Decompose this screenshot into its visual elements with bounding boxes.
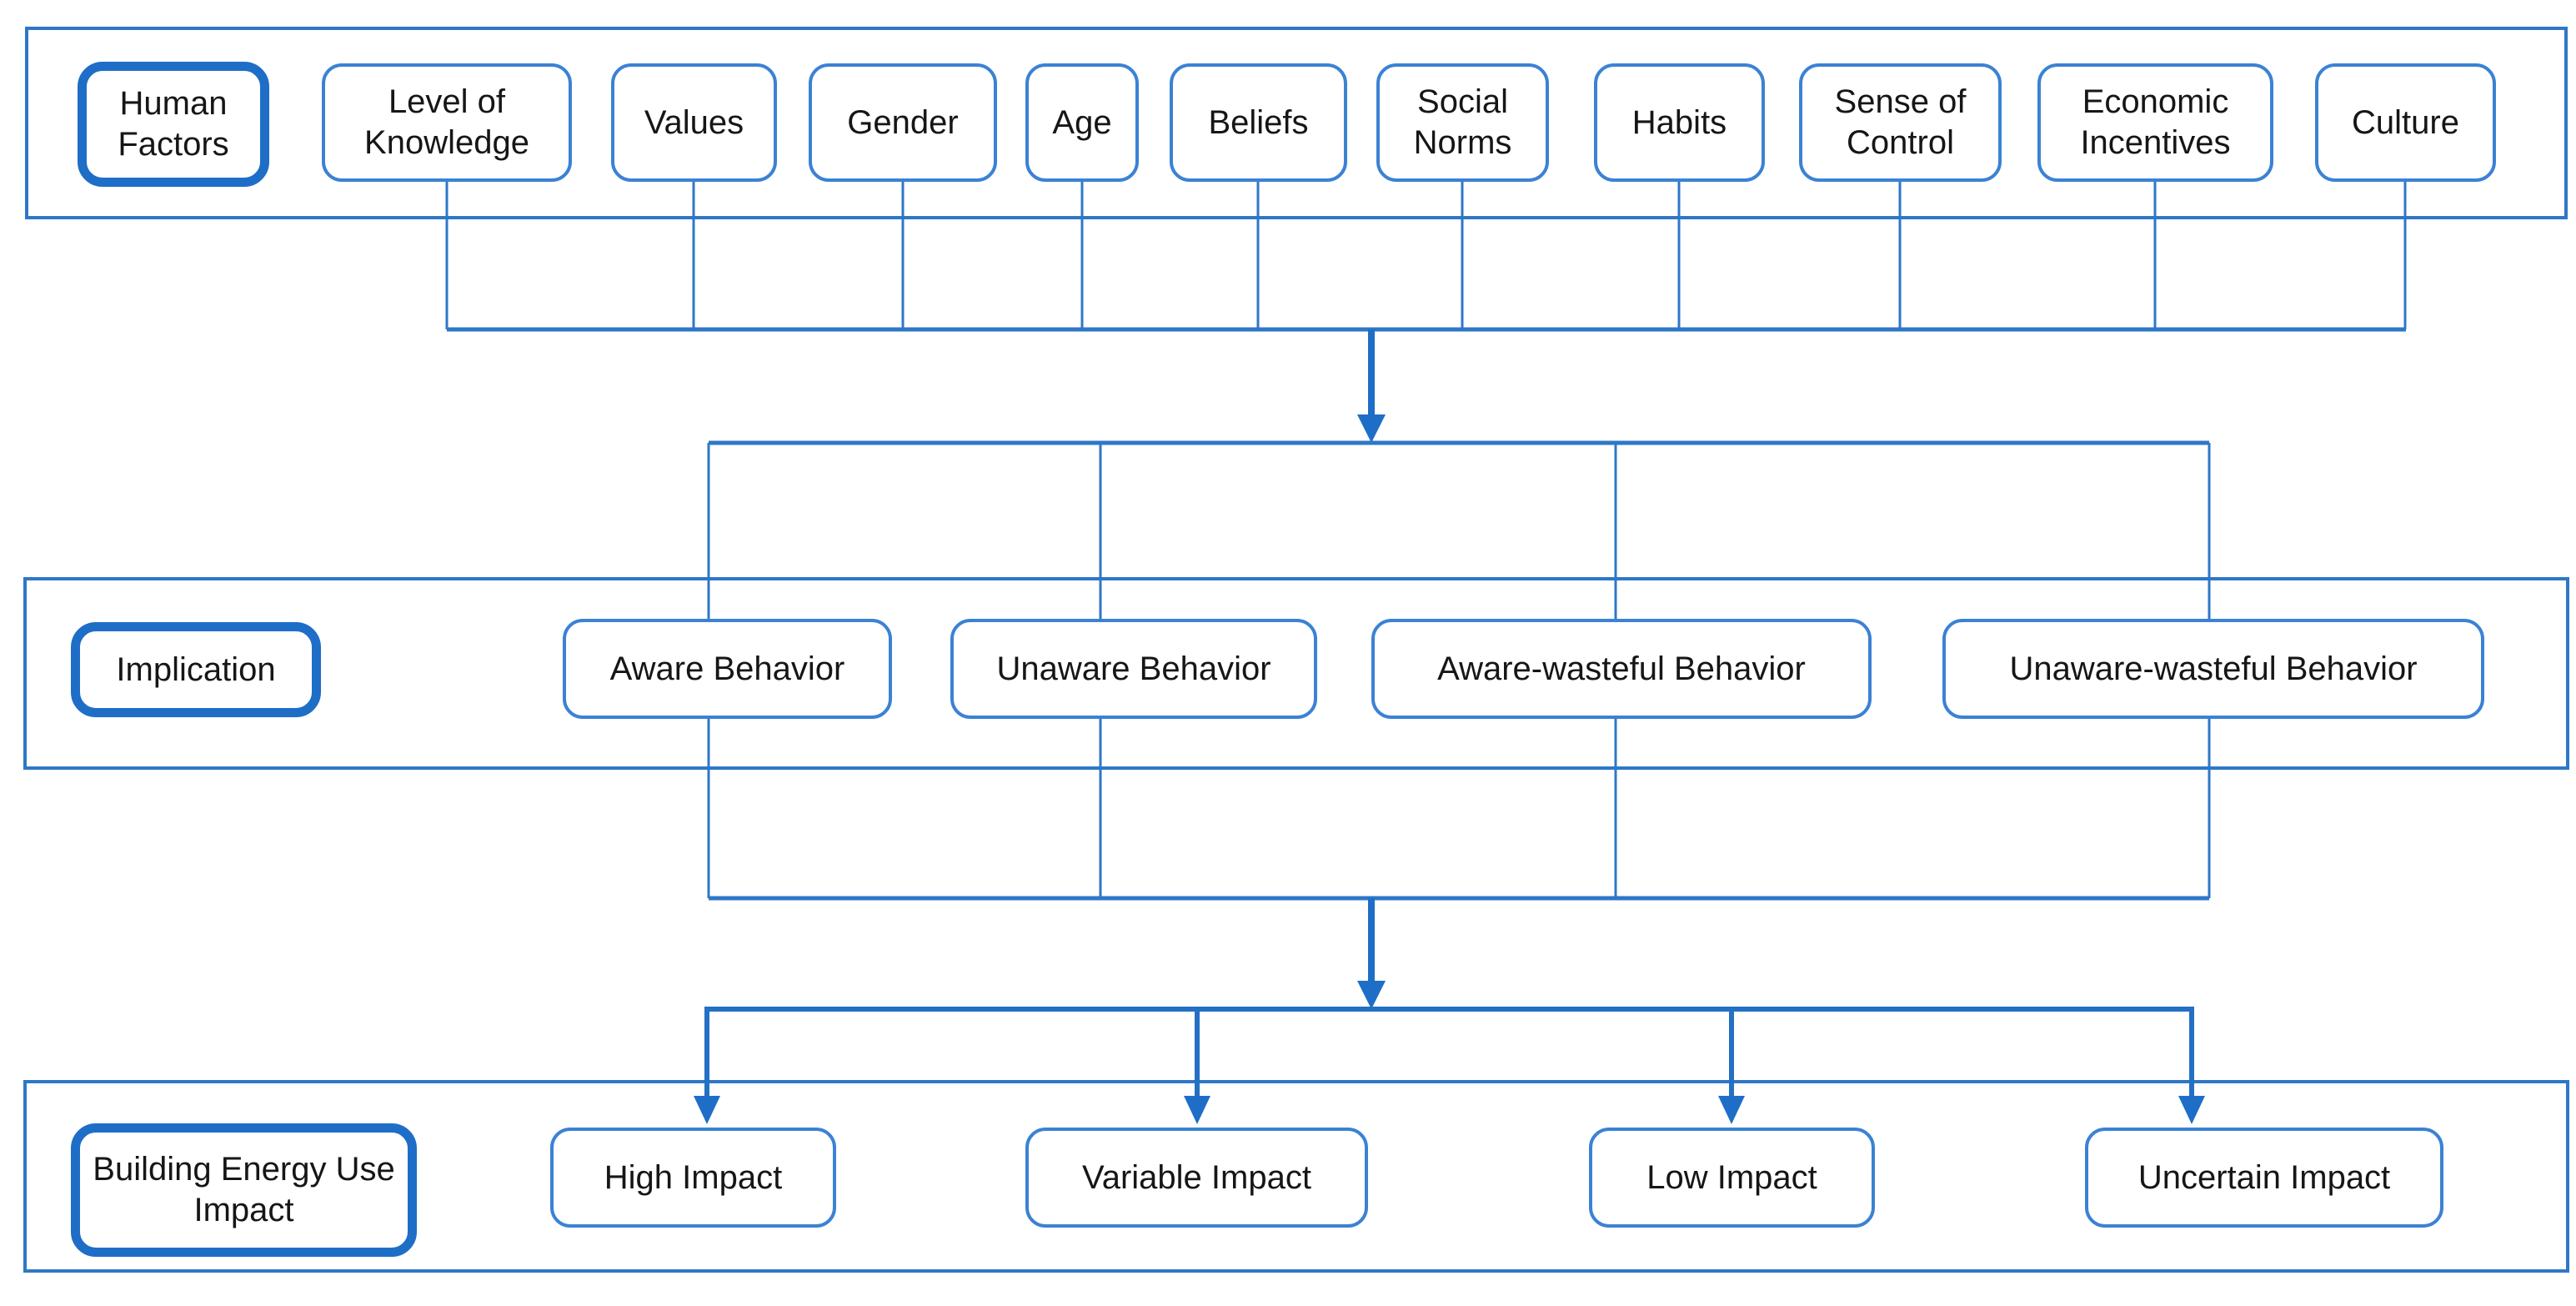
behavior-box-aware-wasteful: Aware-wasteful Behavior [1371, 619, 1872, 719]
factor-label: Economic Incentives [2080, 83, 2231, 161]
behavior-box-unaware-wasteful: Unaware-wasteful Behavior [1942, 619, 2484, 719]
implication-feed-arrow [1357, 329, 1386, 443]
factor-box-values: Values [611, 63, 777, 182]
behavior-label: Aware-wasteful Behavior [1437, 650, 1806, 687]
behavior-box-unaware: Unaware Behavior [950, 619, 1317, 719]
human-factors-band [25, 27, 2568, 219]
impact-label: Low Impact [1646, 1158, 1817, 1196]
factor-box-sense-of-control: Sense of Control [1799, 63, 2002, 182]
implication-label-box: Implication [71, 622, 321, 717]
impact-label: High Impact [604, 1158, 783, 1196]
impact-box-high: High Impact [550, 1128, 836, 1228]
factor-label: Culture [2352, 103, 2459, 141]
factor-box-social-norms: Social Norms [1376, 63, 1549, 182]
factor-label: Social Norms [1413, 83, 1512, 161]
behavior-label: Unaware-wasteful Behavior [2009, 650, 2418, 687]
impact-box-uncertain: Uncertain Impact [2085, 1128, 2443, 1228]
impact-feed-arrow [1357, 898, 1386, 1009]
factor-connector-lines [445, 182, 2407, 329]
factor-box-culture: Culture [2315, 63, 2496, 182]
impact-box-variable: Variable Impact [1025, 1128, 1368, 1228]
impact-arrows [694, 1007, 2205, 1124]
factor-box-habits: Habits [1594, 63, 1765, 182]
factor-box-gender: Gender [809, 63, 997, 182]
factor-label: Values [644, 103, 744, 141]
impact-label: Uncertain Impact [2137, 1158, 2391, 1196]
factor-box-economic-incentives: Economic Incentives [2037, 63, 2273, 182]
factor-label: Age [1052, 103, 1112, 141]
human-factors-label: Human Factors [118, 85, 229, 163]
building-energy-label: Building Energy Use Impact [93, 1151, 395, 1228]
building-energy-label-box: Building Energy Use Impact [71, 1123, 417, 1257]
building-energy-impact-band [23, 1080, 2569, 1273]
factor-box-level-of-knowledge: Level of Knowledge [322, 63, 572, 182]
behavior-label: Aware Behavior [609, 650, 845, 687]
factor-label: Beliefs [1208, 103, 1309, 141]
human-factors-label-box: Human Factors [78, 62, 269, 187]
implication-label: Implication [116, 650, 276, 688]
factor-label: Level of Knowledge [364, 83, 529, 161]
impact-label: Variable Impact [1082, 1158, 1311, 1196]
behavior-box-aware: Aware Behavior [563, 619, 892, 719]
factor-box-beliefs: Beliefs [1170, 63, 1347, 182]
factor-box-age: Age [1025, 63, 1139, 182]
factor-label: Habits [1631, 103, 1727, 141]
implication-band [23, 577, 2569, 770]
factor-label: Sense of Control [1834, 83, 1967, 161]
impact-box-low: Low Impact [1589, 1128, 1875, 1228]
behavior-label: Unaware Behavior [996, 650, 1271, 687]
factor-label: Gender [847, 103, 959, 141]
